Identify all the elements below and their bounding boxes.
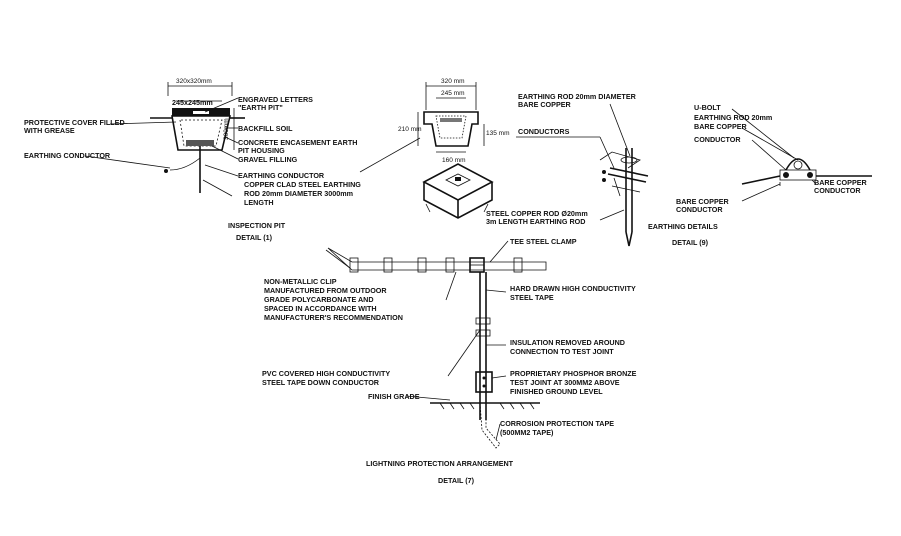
label-corrosion-2: (500MM2 TAPE) [500,428,554,437]
label-clamp-rod-2: BARE COPPER [694,122,748,131]
pit-dim-vertical: 300mm [223,118,230,140]
earthing-detail-9 [516,103,649,247]
label-tape-2: STEEL TAPE [510,293,554,302]
label-rod9-2: BARE COPPER [518,100,572,109]
label-gravel: GRAVEL FILLING [238,155,298,164]
pit-dim-inner: 245x245mm [172,98,213,107]
engraved-plate [193,111,209,114]
label-bronze-1: PROPRIETARY PHOSPHOR BRONZE [510,369,637,378]
label-pvc-1: PVC COVERED HIGH CONDUCTIVITY [262,369,390,378]
box-dim-right: 135 mm [486,130,509,137]
label-earthing-conductor-left: EARTHING CONDUCTOR [24,151,111,160]
label-engraved-1: ENGRAVED LETTERS [238,95,313,104]
label-tee: TEE STEEL CLAMP [510,237,577,246]
label-ubolt: U-BOLT [694,103,721,112]
label-steel-rod-1: STEEL COPPER ROD Ø20mm [486,209,588,218]
box-dim-left: 210 mm [398,126,421,133]
iso-pit-top [422,163,494,201]
label-clip-5: MANUFACTURER'S RECOMMENDATION [264,313,403,322]
label-clip-4: SPACED IN ACCORDANCE WITH [264,304,377,313]
caption-inspection-pit: INSPECTION PIT [228,221,286,230]
label-cover-2: WITH GREASE [24,126,75,135]
pit-housing [171,115,232,151]
label-backfill: BACKFILL SOIL [238,124,293,133]
label-bronze-3: FINISHED GROUND LEVEL [510,387,603,396]
caption-detail-1: DETAIL (1) [236,233,273,242]
roof-tape [327,247,547,271]
label-pvc-2: STEEL TAPE DOWN CONDUCTOR [262,378,380,387]
label-rod-2: ROD 20mm DIAMETER 3000mm [244,189,353,198]
label-bare-left-1: BARE COPPER [676,197,730,206]
label-earthing-conductor-right: EARTHING CONDUCTOR [238,171,325,180]
label-steel-rod-2: 3m LENGTH EARTHING ROD [486,217,585,226]
label-bare-right-1: BARE COPPER [814,178,868,187]
label-concrete-2: PIT HOUSING [238,146,285,155]
box-dim-top: 320 mm [441,78,464,85]
caption-lightning: LIGHTNING PROTECTION ARRANGEMENT [366,459,514,468]
label-bare-left-2: CONDUCTOR [676,205,723,214]
inspection-pit-detail [84,82,245,197]
pit-dim-outer: 320x320mm [176,78,212,85]
label-engraved-2: "EARTH PIT" [238,103,283,112]
label-clip-2: MANUFACTURED FROM OUTDOOR [264,286,387,295]
label-rod9-1: EARTHING ROD 20mm DIAMETER [518,92,637,101]
label-clamp-conductor: CONDUCTOR [694,135,741,144]
label-bronze-2: TEST JOINT AT 300MM2 ABOVE [510,378,620,387]
pit-box-section [359,82,494,219]
label-cover-1: PROTECTIVE COVER FILLED [24,118,125,127]
label-clip-3: GRADE POLYCARBONATE AND [264,295,374,304]
ubolt-clamp-detail [731,108,872,202]
label-insulation-2: CONNECTION TO TEST JOINT [510,347,614,356]
earthing-conductor-line [169,157,201,171]
lightning-protection-detail [325,240,547,449]
caption-earthing-details: EARTHING DETAILS [648,222,718,231]
label-corrosion-1: CORROSION PROTECTION TAPE [500,419,614,428]
label-clamp-rod-1: EARTHING ROD 20mm [694,113,772,122]
label-concrete-1: CONCRETE ENCASEMENT EARTH [238,138,357,147]
label-tape-1: HARD DRAWN HIGH CONDUCTIVITY [510,284,636,293]
label-insulation-1: INSULATION REMOVED AROUND [510,338,625,347]
label-bare-right-2: CONDUCTOR [814,186,861,195]
gravel-filling [186,140,214,146]
label-conductors: CONDUCTORS [518,127,570,136]
caption-detail-7: DETAIL (7) [438,476,475,485]
label-rod-3: LENGTH [244,198,274,207]
caption-detail-9: DETAIL (9) [672,238,709,247]
box-dim-inner: 245 mm [441,90,464,97]
test-joint [475,371,493,393]
label-clip-1: NON-METALLIC CLIP [264,277,337,286]
box-dim-bottom: 160 mm [442,157,465,164]
label-rod-1: COPPER CLAD STEEL EARTHING [244,180,361,189]
label-grade: FINISH GRADE [368,392,420,401]
